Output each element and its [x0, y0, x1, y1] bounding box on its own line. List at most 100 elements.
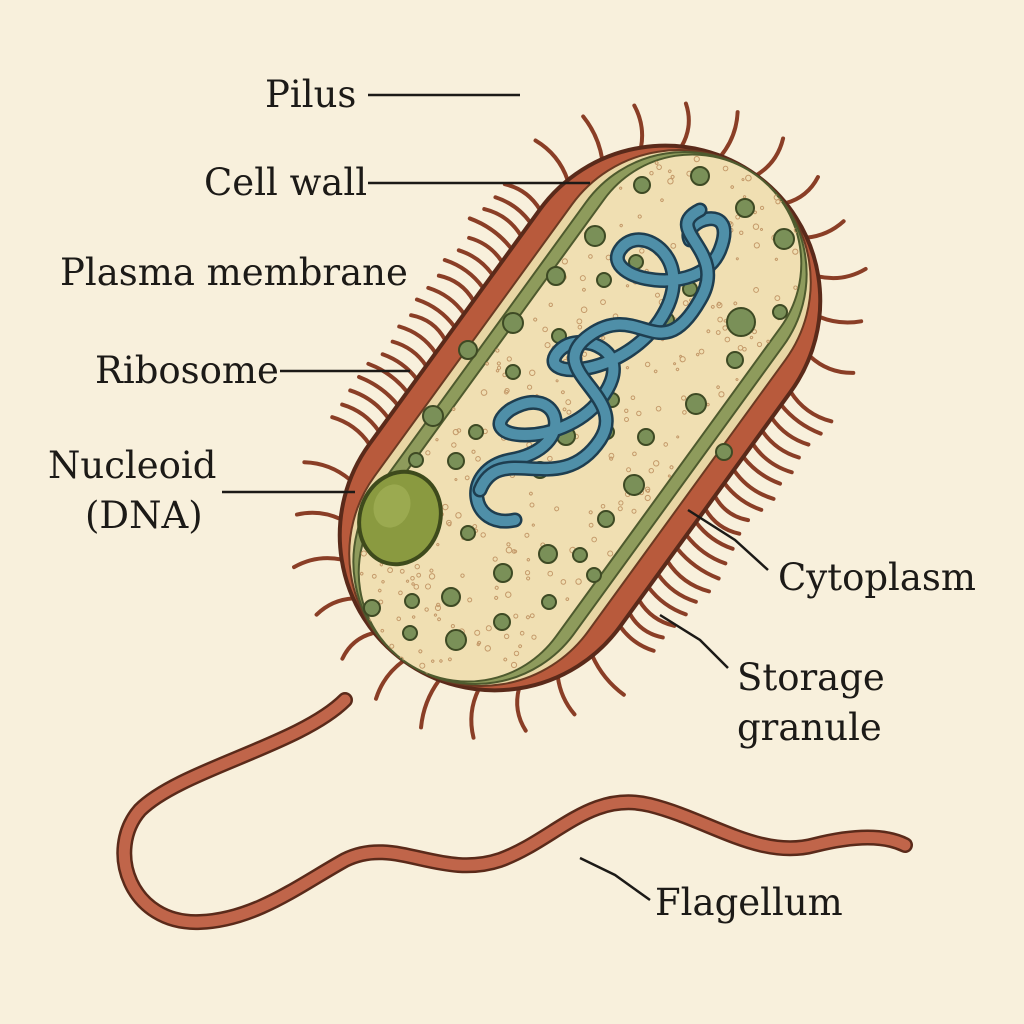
cytoplasm-speck — [506, 356, 512, 362]
cytoplasm-speck — [413, 584, 420, 590]
cytoplasm-speck — [431, 659, 435, 663]
label-cytoplasm: Cytoplasm — [778, 556, 976, 599]
cytoplasm-speck — [601, 336, 606, 341]
cytoplasm-speck — [645, 488, 651, 493]
cytoplasm-speck — [706, 402, 710, 407]
cytoplasm-speck — [435, 438, 439, 442]
cytoplasm-speck — [503, 633, 510, 640]
leader-storage-granule — [659, 613, 729, 669]
cytoplasm-speck — [510, 661, 518, 669]
pilus — [590, 653, 626, 697]
pilus — [581, 114, 605, 162]
cytoplasm-speck — [485, 361, 489, 366]
pilus — [467, 216, 514, 251]
pilus — [783, 175, 820, 206]
pilus — [294, 510, 343, 522]
cytoplasm-speck — [467, 597, 473, 603]
pilus — [414, 297, 457, 329]
cytoplasm-speck — [739, 230, 744, 236]
label-flagellum: Flagellum — [655, 881, 843, 924]
cytoplasm-speck — [425, 450, 431, 456]
pilus — [442, 258, 486, 290]
pilus — [533, 138, 570, 183]
pilus — [426, 285, 467, 316]
ribosome — [447, 452, 465, 470]
cytoplasm-speck — [480, 532, 486, 538]
cytoplasm-speck — [525, 615, 530, 620]
label-plasma-membrane: Plasma membrane — [60, 251, 408, 294]
cytoplasm-speck — [560, 579, 567, 585]
pili — [292, 101, 868, 740]
pilus — [684, 533, 728, 566]
cytoplasm-speck — [600, 503, 606, 509]
ribosome — [363, 599, 381, 617]
cytoplasm-speck — [524, 532, 530, 538]
cytoplasm-speck — [600, 299, 606, 305]
cytoplasm-speck — [718, 391, 725, 398]
cytoplasm-speck — [396, 616, 402, 622]
cytoplasm-speck — [529, 369, 536, 376]
pilus — [703, 507, 742, 536]
cytoplasm-speck — [399, 568, 405, 574]
cytoplasm-speck — [617, 506, 623, 512]
pilus — [679, 101, 691, 149]
pilus — [348, 388, 391, 421]
pilus — [357, 374, 400, 408]
cytoplasm-speck — [693, 155, 700, 163]
pilus — [409, 313, 448, 342]
cytoplasm-speck — [766, 339, 770, 344]
cytoplasm-speck — [730, 185, 735, 189]
pilus — [555, 674, 577, 717]
cytoplasm-speck — [733, 301, 738, 306]
cytoplasm-speck — [331, 579, 339, 587]
cytoplasm-speck — [349, 618, 356, 624]
cytoplasm-speck — [560, 390, 565, 395]
pilus — [292, 556, 344, 570]
cytoplasm-speck — [503, 657, 508, 662]
cytoplasm-speck — [505, 591, 512, 598]
ribosome — [458, 340, 478, 360]
pilus — [467, 235, 504, 264]
cytoplasm-speck — [715, 330, 721, 335]
cytoplasm-speck — [625, 284, 630, 288]
pilus — [807, 354, 856, 375]
cytoplasm-speck — [548, 302, 553, 307]
cytoplasm-speck — [513, 549, 518, 554]
cytoplasm-speck — [670, 242, 677, 249]
cytoplasm-speck — [526, 384, 533, 390]
pilus — [390, 339, 429, 368]
cytoplasm-speck — [679, 356, 686, 363]
cytoplasm-speck — [451, 442, 457, 448]
cytoplasm-speck — [518, 644, 523, 649]
pilus — [397, 324, 438, 355]
ribosome — [422, 405, 444, 427]
ribosome — [445, 629, 467, 651]
cytoplasm-speck — [379, 562, 384, 567]
ribosome — [572, 547, 588, 563]
cytoplasm-speck — [667, 474, 671, 478]
cytoplasm-speck — [424, 607, 429, 612]
cytoplasm-speck — [474, 629, 481, 636]
cytoplasm-speck — [774, 257, 778, 261]
cytoplasm-speck — [753, 287, 759, 293]
pilus — [656, 572, 698, 604]
cytoplasm-speck — [663, 442, 669, 447]
cytoplasm-speck — [458, 689, 462, 693]
ribosome — [404, 593, 420, 609]
storage-granule — [357, 469, 443, 567]
leader-flagellum — [579, 856, 651, 902]
cytoplasm-speck — [619, 186, 623, 190]
cytoplasm-speck — [793, 285, 798, 290]
cytoplasm-speck — [529, 491, 533, 496]
cytoplasm-speck — [745, 174, 752, 182]
ribosome — [735, 198, 755, 218]
cytoplasm-speck — [576, 318, 583, 325]
cytoplasm-speck — [698, 348, 705, 355]
cytoplasm-speck — [471, 449, 476, 454]
pilus — [722, 481, 764, 512]
cytoplasm-speck — [555, 379, 559, 383]
cytoplasm-speck — [637, 214, 642, 219]
cytoplasm-speck — [485, 625, 492, 632]
pilus — [779, 402, 823, 436]
